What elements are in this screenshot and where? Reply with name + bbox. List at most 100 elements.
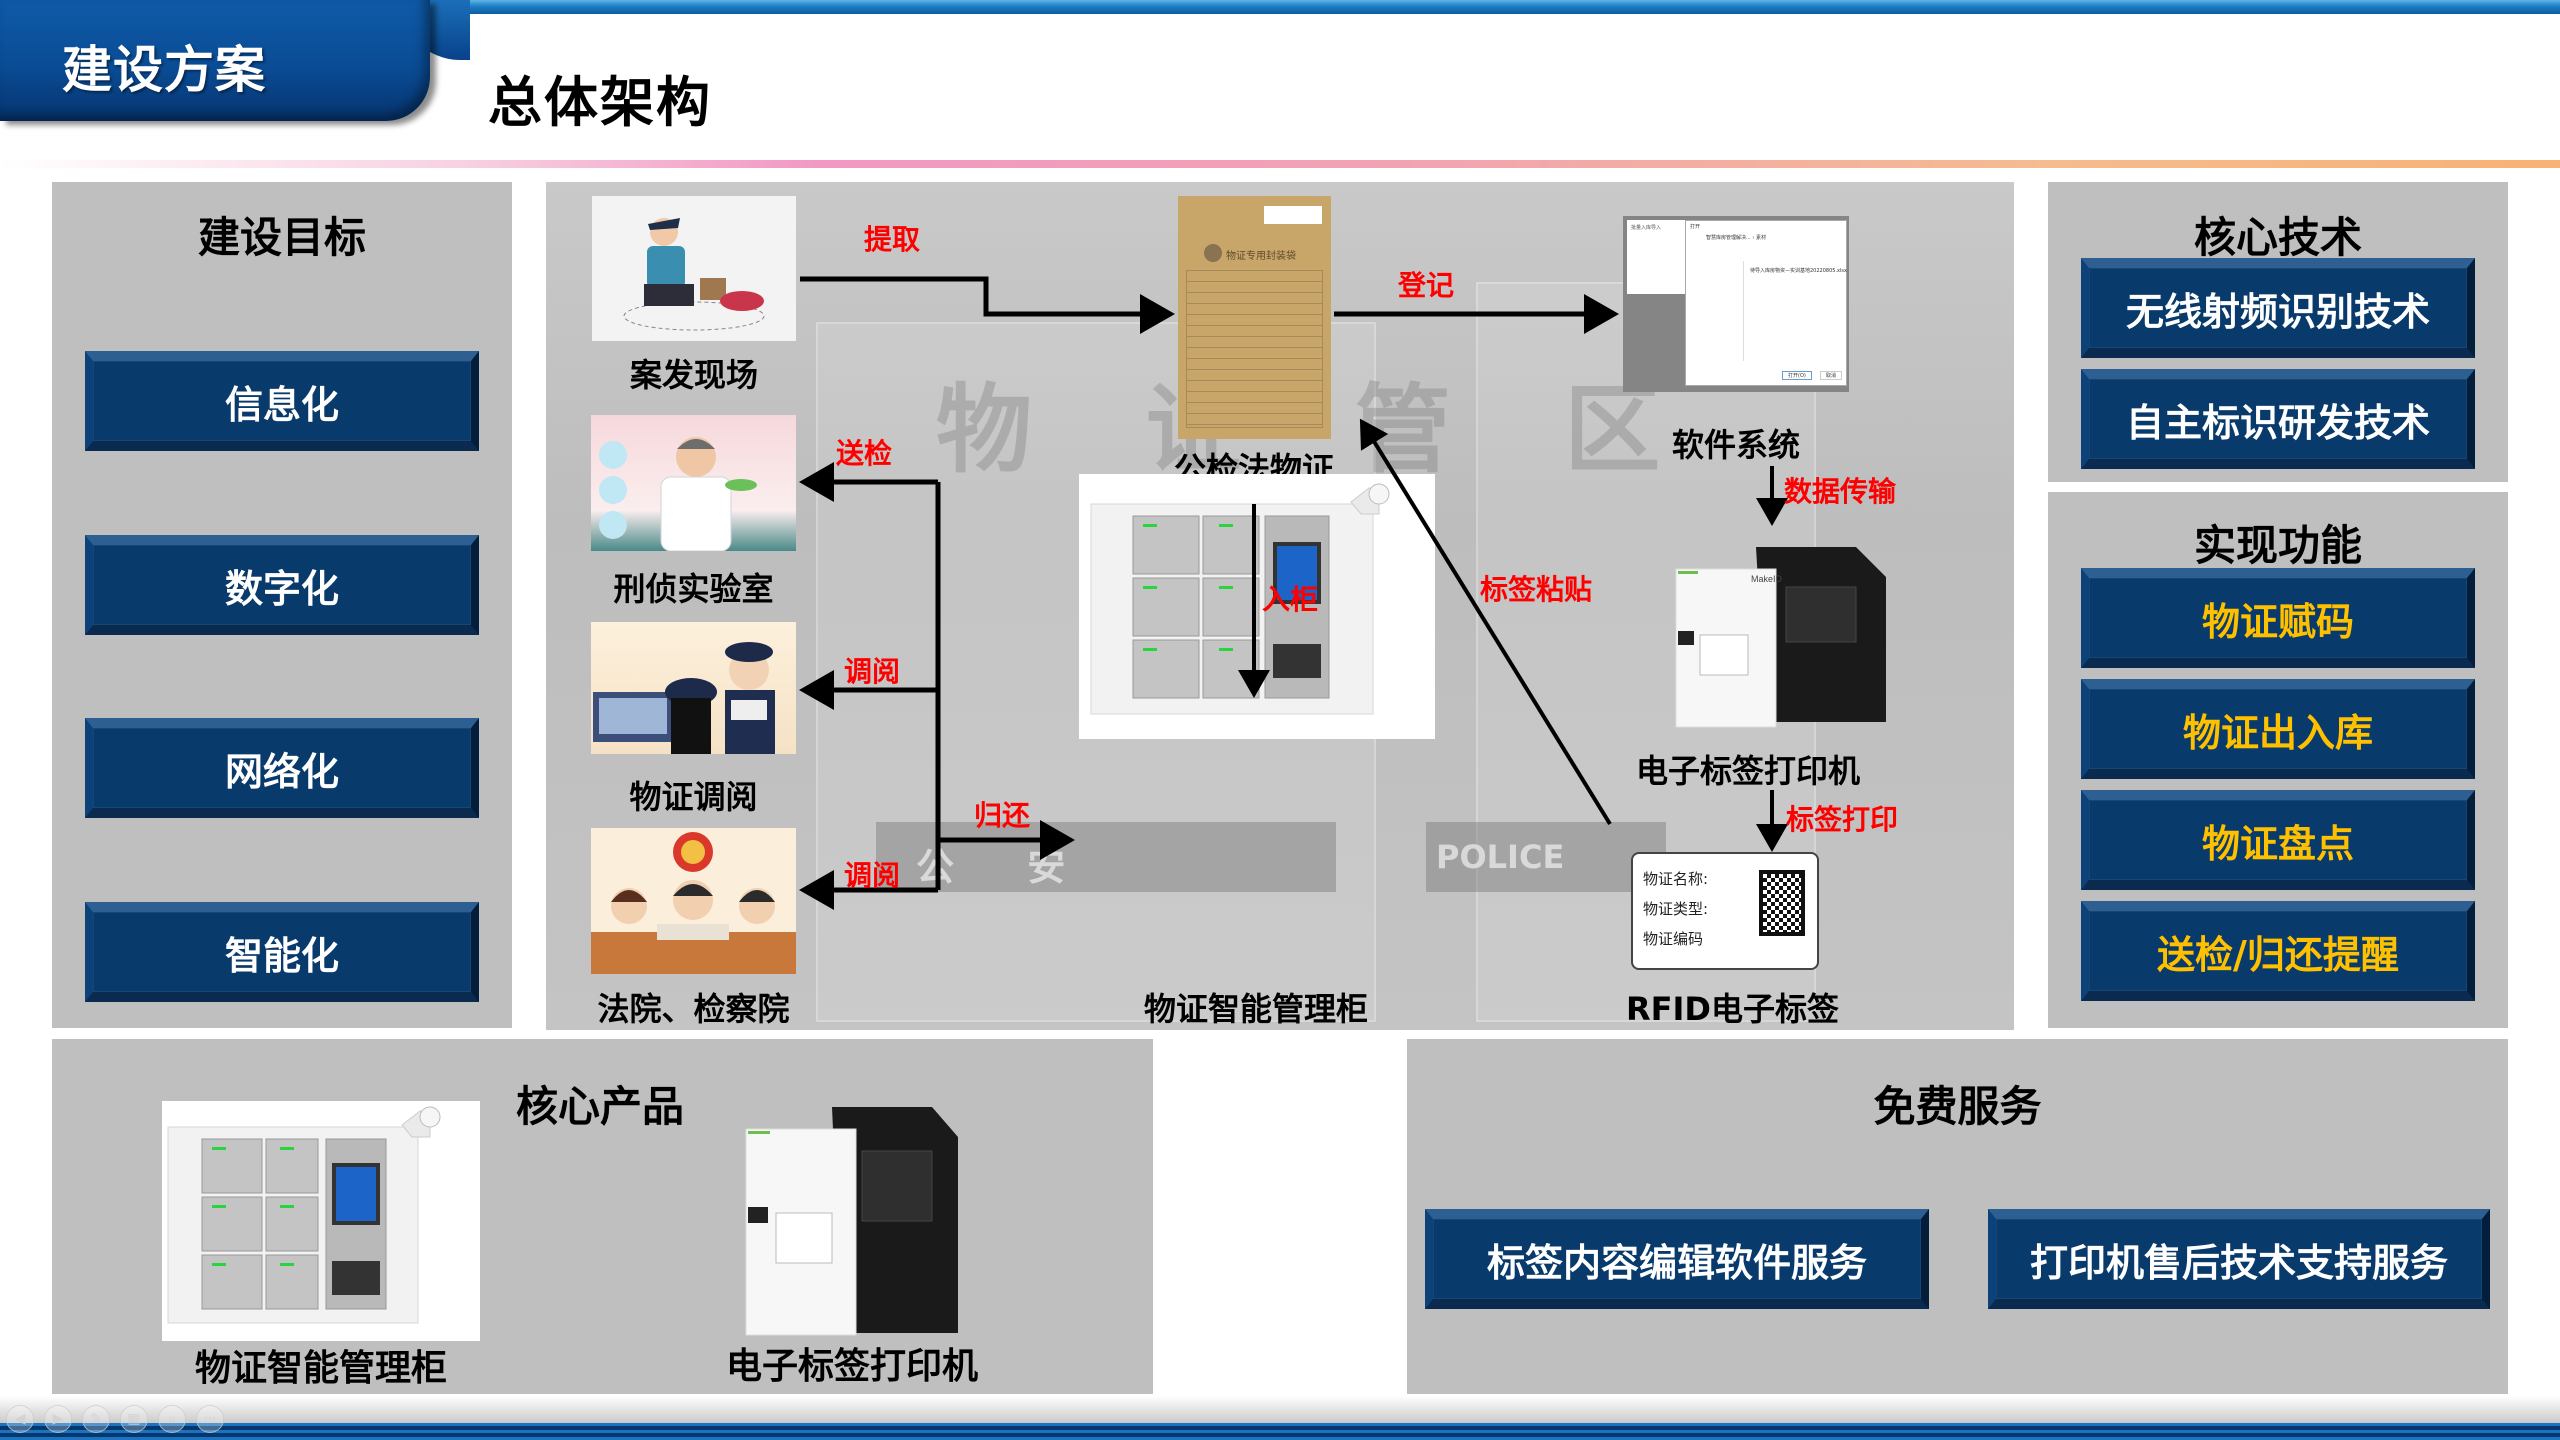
police-officer-illustration: [623, 218, 765, 331]
functions-panel: 实现功能 物证赋码 物证出入库 物证盘点 送检/归还提醒: [2048, 492, 2508, 1028]
tag-field-type: 物证类型:: [1643, 900, 1709, 918]
tag-field-name: 物证名称:: [1643, 870, 1709, 888]
product-printer-illustration: [745, 1107, 958, 1336]
service-label: 标签内容编辑软件服务: [1486, 1240, 1867, 1285]
section-tab: [0, 0, 430, 121]
function-label: 物证赋码: [2201, 599, 2354, 644]
goal-digitalization[interactable]: 数字化: [85, 535, 479, 635]
software-system-label: 软件系统: [1671, 426, 1800, 464]
evidence-review-label: 物证调阅: [629, 778, 758, 816]
label-printer-illustration: MakeID: [1675, 547, 1886, 728]
slides-grid-icon[interactable]: ▦: [120, 1405, 148, 1433]
printer-label: 电子标签打印机: [1636, 752, 1861, 790]
function-label: 物证盘点: [2201, 821, 2354, 866]
footer-stripes: [0, 1423, 2560, 1440]
product-printer-label: 电子标签打印机: [725, 1346, 978, 1387]
flow-label-send-inspect: 送检: [836, 437, 893, 470]
goal-label: 智能化: [224, 933, 339, 978]
core-tech-title: 核心技术: [2193, 213, 2362, 262]
cabinet-illustration: [1090, 483, 1390, 715]
cabinet-illustration: [167, 1106, 441, 1324]
function-inventory[interactable]: 物证盘点: [2081, 790, 2475, 890]
flow-label-return: 归还: [974, 799, 1031, 832]
bag-header: 物证专用封装袋: [1226, 251, 1296, 262]
flow-label-store: 入柜: [1262, 583, 1319, 616]
court-image: [591, 828, 796, 974]
bg-app-title: 批量入库导入: [1631, 225, 1662, 231]
judges-illustration: [591, 832, 796, 974]
flow-label-label-print: 标签打印: [1786, 803, 1899, 836]
goal-intelligentization[interactable]: 智能化: [85, 902, 479, 1002]
printer-brand: MakeID: [1751, 574, 1783, 584]
pen-icon[interactable]: ✎: [82, 1405, 110, 1433]
dialog-title: 打开: [1690, 224, 1701, 230]
free-services-title: 免费服务: [1873, 1082, 2042, 1131]
dialog-open-button: 打开(O): [1782, 371, 1812, 380]
function-label: 送检/归还提醒: [2157, 932, 2399, 977]
flow-label-review-2: 调阅: [844, 859, 901, 892]
header-divider: [0, 160, 2560, 168]
page-title: 总体架构: [488, 71, 712, 134]
bag-mini-tag: [1264, 206, 1322, 224]
goals-panel: 建设目标 信息化 数字化 网络化 智能化: [52, 182, 512, 1028]
cabinet-label: 物证智能管理柜: [1143, 990, 1368, 1028]
product-cabinet-image: [162, 1101, 480, 1341]
flow-label-extract: 提取: [864, 223, 921, 256]
function-reminder[interactable]: 送检/归还提醒: [2081, 901, 2475, 1001]
cabinet-image: [1079, 474, 1435, 739]
scientist-illustration: [599, 437, 757, 551]
bg-app-window: 批量入库导入: [1627, 220, 1691, 294]
slideshow-controls: ◀ ▶ ✎ ▦ ⌕ ···: [6, 1405, 224, 1433]
function-label: 物证出入库: [2182, 710, 2373, 755]
core-tech-panel: 核心技术 无线射频识别技术 自主标识研发技术: [2048, 182, 2508, 482]
dialog-file-row: 待导入库房物资—实训基地20220805.xlsx: [1750, 267, 1847, 274]
service-label-software[interactable]: 标签内容编辑软件服务: [1425, 1209, 1929, 1309]
tech-label: 无线射频识别技术: [2125, 289, 2430, 334]
bag-form: [1186, 270, 1323, 428]
crime-scene-label: 案发现场: [629, 356, 758, 394]
tag-field-code: 物证编码: [1643, 930, 1704, 948]
officers-illustration: [593, 642, 775, 754]
service-printer-support[interactable]: 打印机售后技术支持服务: [1988, 1209, 2490, 1309]
flow-label-data-transfer: 数据传输: [1784, 475, 1897, 508]
rfid-tag-label: RFID电子标签: [1626, 990, 1839, 1028]
goal-label: 数字化: [224, 566, 339, 611]
zoom-icon[interactable]: ⌕: [158, 1405, 186, 1433]
function-in-out[interactable]: 物证出入库: [2081, 679, 2475, 779]
cabinet-drawers: [1132, 515, 1260, 699]
tech-self-id[interactable]: 自主标识研发技术: [2081, 369, 2475, 469]
previous-slide-icon[interactable]: ◀: [6, 1405, 34, 1433]
function-coding[interactable]: 物证赋码: [2081, 568, 2475, 668]
flow-label-register: 登记: [1398, 269, 1455, 302]
crime-scene-image: [592, 196, 796, 341]
core-products-panel: 核心产品 物证智能管理柜 电子标签打印机: [52, 1039, 1153, 1394]
footer-fade: [0, 1396, 2560, 1424]
arrow-stick-label: [1359, 418, 1612, 826]
goal-label: 信息化: [224, 382, 339, 427]
dialog-sidebar: [1690, 261, 1744, 361]
service-label: 打印机售后技术支持服务: [2029, 1240, 2448, 1285]
goal-informatization[interactable]: 信息化: [85, 351, 479, 451]
flow-label-stick-label: 标签粘贴: [1480, 573, 1593, 606]
rfid-tag-image: 物证名称: 物证类型: 物证编码: [1631, 852, 1819, 970]
arrow-extract: [800, 276, 1175, 334]
tech-label: 自主标识研发技术: [2125, 400, 2430, 445]
free-services-panel: 免费服务 标签内容编辑软件服务 打印机售后技术支持服务: [1407, 1039, 2508, 1394]
national-emblem-icon: [1204, 244, 1222, 262]
open-file-dialog: 打开 智慧库房管理解决... › 素材 待导入库房物资—实训基地20220805…: [1685, 220, 1847, 386]
more-options-icon[interactable]: ···: [196, 1405, 224, 1433]
tech-rfid[interactable]: 无线射频识别技术: [2081, 258, 2475, 358]
goals-title: 建设目标: [197, 213, 366, 262]
header-top-stripe: [0, 0, 2560, 14]
goal-networking[interactable]: 网络化: [85, 718, 479, 818]
product-cabinet-label: 物证智能管理柜: [194, 1348, 447, 1389]
architecture-diagram: 物 证 管 区 公 安 POLICE 案发现场 刑侦实验室: [546, 182, 2014, 1030]
bg-band-police: POLICE: [1426, 822, 1666, 892]
core-products-title: 核心产品: [516, 1082, 685, 1131]
court-label: 法院、检察院: [597, 990, 790, 1028]
forensic-lab-image: [591, 415, 796, 551]
dialog-path: 智慧库房管理解决... › 素材: [1706, 235, 1766, 241]
dialog-file-name: 待导入库房物资—实训基地20220805.xlsx: [1750, 268, 1847, 274]
dialog-cancel-button: 取消: [1820, 371, 1843, 380]
next-slide-icon[interactable]: ▶: [44, 1405, 72, 1433]
